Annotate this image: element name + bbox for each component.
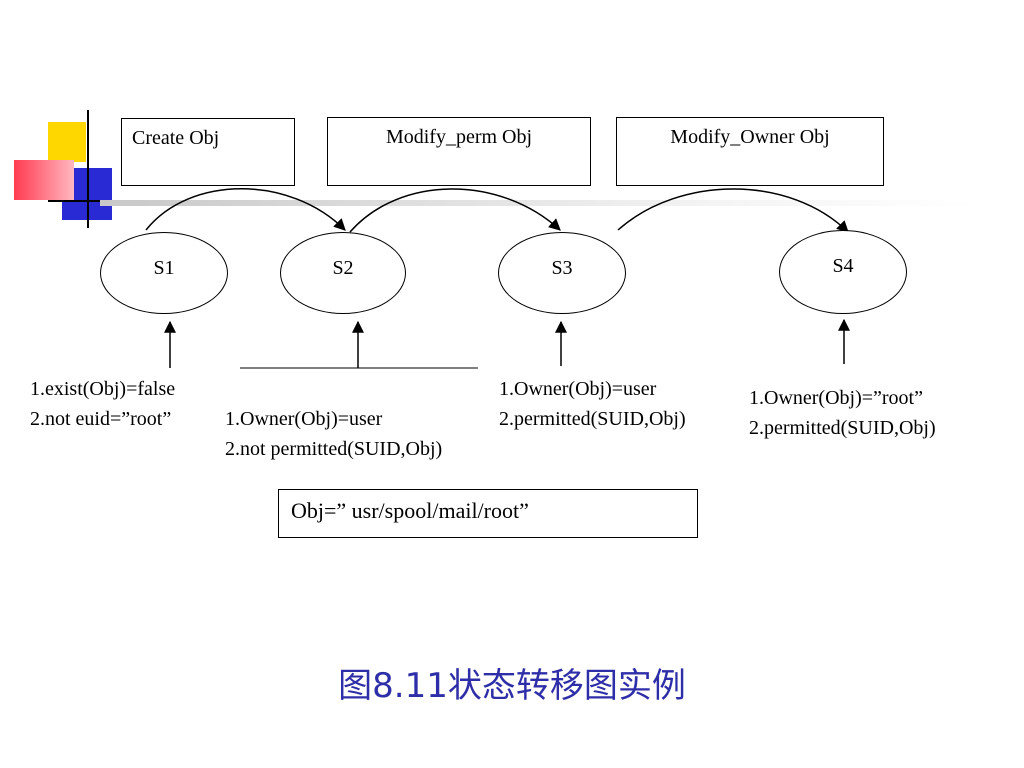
arc-s2-s3 bbox=[349, 188, 561, 233]
decor-header-line bbox=[100, 200, 980, 206]
decor-vertical-line bbox=[87, 110, 89, 228]
state-label: S1 bbox=[153, 257, 175, 279]
state-s2: S2 bbox=[280, 232, 406, 314]
condition-line: 1.exist(Obj)=false bbox=[30, 378, 176, 400]
condition-line: 1.Owner(Obj)=user bbox=[499, 378, 657, 400]
state-s1: S1 bbox=[100, 232, 228, 314]
condition-line: 2.permitted(SUID,Obj) bbox=[499, 408, 686, 430]
condition-line: 1.Owner(Obj)=user bbox=[225, 408, 383, 430]
state-label: S3 bbox=[551, 257, 573, 279]
operation-label: Create Obj bbox=[132, 127, 220, 149]
figure-caption: 图8.11状态转移图实例 bbox=[338, 666, 686, 706]
decor-red-square bbox=[14, 160, 74, 200]
conditions-s3: 1.Owner(Obj)=user 2.permitted(SUID,Obj) bbox=[499, 374, 686, 434]
state-label: S2 bbox=[332, 257, 354, 279]
arc-s3-s4 bbox=[617, 188, 849, 233]
state-s3: S3 bbox=[498, 232, 626, 314]
condition-line: 2.permitted(SUID,Obj) bbox=[749, 417, 936, 439]
object-definition-box: Obj=” usr/spool/mail/root” bbox=[278, 489, 698, 538]
conditions-s4: 1.Owner(Obj)=”root” 2.permitted(SUID,Obj… bbox=[749, 383, 936, 443]
conditions-s1: 1.exist(Obj)=false 2.not euid=”root” bbox=[30, 374, 175, 434]
decor-yellow-square bbox=[48, 122, 86, 162]
arc-s1-s2 bbox=[145, 188, 346, 231]
condition-line: 2.not euid=”root” bbox=[30, 408, 172, 430]
operation-label: Modify_Owner Obj bbox=[670, 126, 830, 148]
condition-line: 1.Owner(Obj)=”root” bbox=[749, 387, 923, 409]
operation-box-modify-perm: Modify_perm Obj bbox=[327, 117, 591, 186]
operation-box-create: Create Obj bbox=[121, 118, 295, 186]
condition-line: 2.not permitted(SUID,Obj) bbox=[225, 438, 443, 460]
operation-box-modify-owner: Modify_Owner Obj bbox=[616, 117, 884, 186]
conditions-s2: 1.Owner(Obj)=user 2.not permitted(SUID,O… bbox=[225, 404, 442, 464]
state-s4: S4 bbox=[779, 230, 907, 314]
object-definition-text: Obj=” usr/spool/mail/root” bbox=[291, 498, 529, 523]
state-label: S4 bbox=[832, 255, 854, 277]
decor-horizontal-line bbox=[48, 200, 140, 202]
corner-decoration bbox=[0, 100, 140, 230]
operation-label: Modify_perm Obj bbox=[385, 126, 533, 148]
